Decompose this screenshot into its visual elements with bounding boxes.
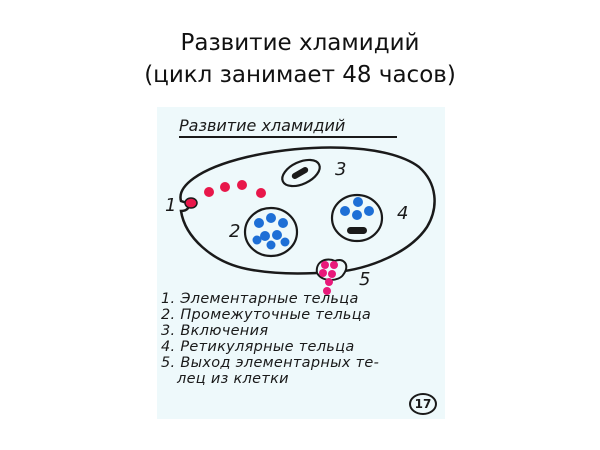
legend-item: 4. Ретикулярные тельца xyxy=(161,339,355,355)
label-5: 5 xyxy=(359,269,370,290)
slide-subtitle: (цикл занимает 48 часов) xyxy=(144,62,456,88)
legend-item: 3. Включения xyxy=(161,323,269,339)
cell-diagram: Развитие хламидий xyxy=(165,116,436,295)
label-4: 4 xyxy=(397,203,408,224)
reticulate-bodies-vacuole-icon xyxy=(330,193,384,243)
label-3: 3 xyxy=(335,159,346,180)
drawing-heading: Развитие хламидий xyxy=(179,116,345,135)
entering-elementary-body-icon xyxy=(184,197,198,209)
legend-item: лец из клетки xyxy=(177,371,289,387)
legend-item: 2. Промежуточные тельца xyxy=(161,307,372,323)
legend-item: 5. Выход элементарных те- xyxy=(161,355,380,371)
inclusion-icon xyxy=(281,158,321,188)
host-cell-outline xyxy=(179,146,436,275)
chlamydia-development-drawing: Развитие хламидий xyxy=(157,107,445,419)
legend-item: 1. Элементарные тельца xyxy=(161,291,359,307)
legend: 1. Элементарные тельца 2. Промежуточные … xyxy=(161,291,441,387)
intermediate-bodies-vacuole-icon xyxy=(243,206,299,258)
slide-title: Развитие хламидий xyxy=(180,30,420,56)
elementary-body-icon xyxy=(204,187,214,197)
page-number: 17 xyxy=(409,393,437,415)
label-1: 1 xyxy=(165,195,176,216)
label-2: 2 xyxy=(229,221,240,242)
